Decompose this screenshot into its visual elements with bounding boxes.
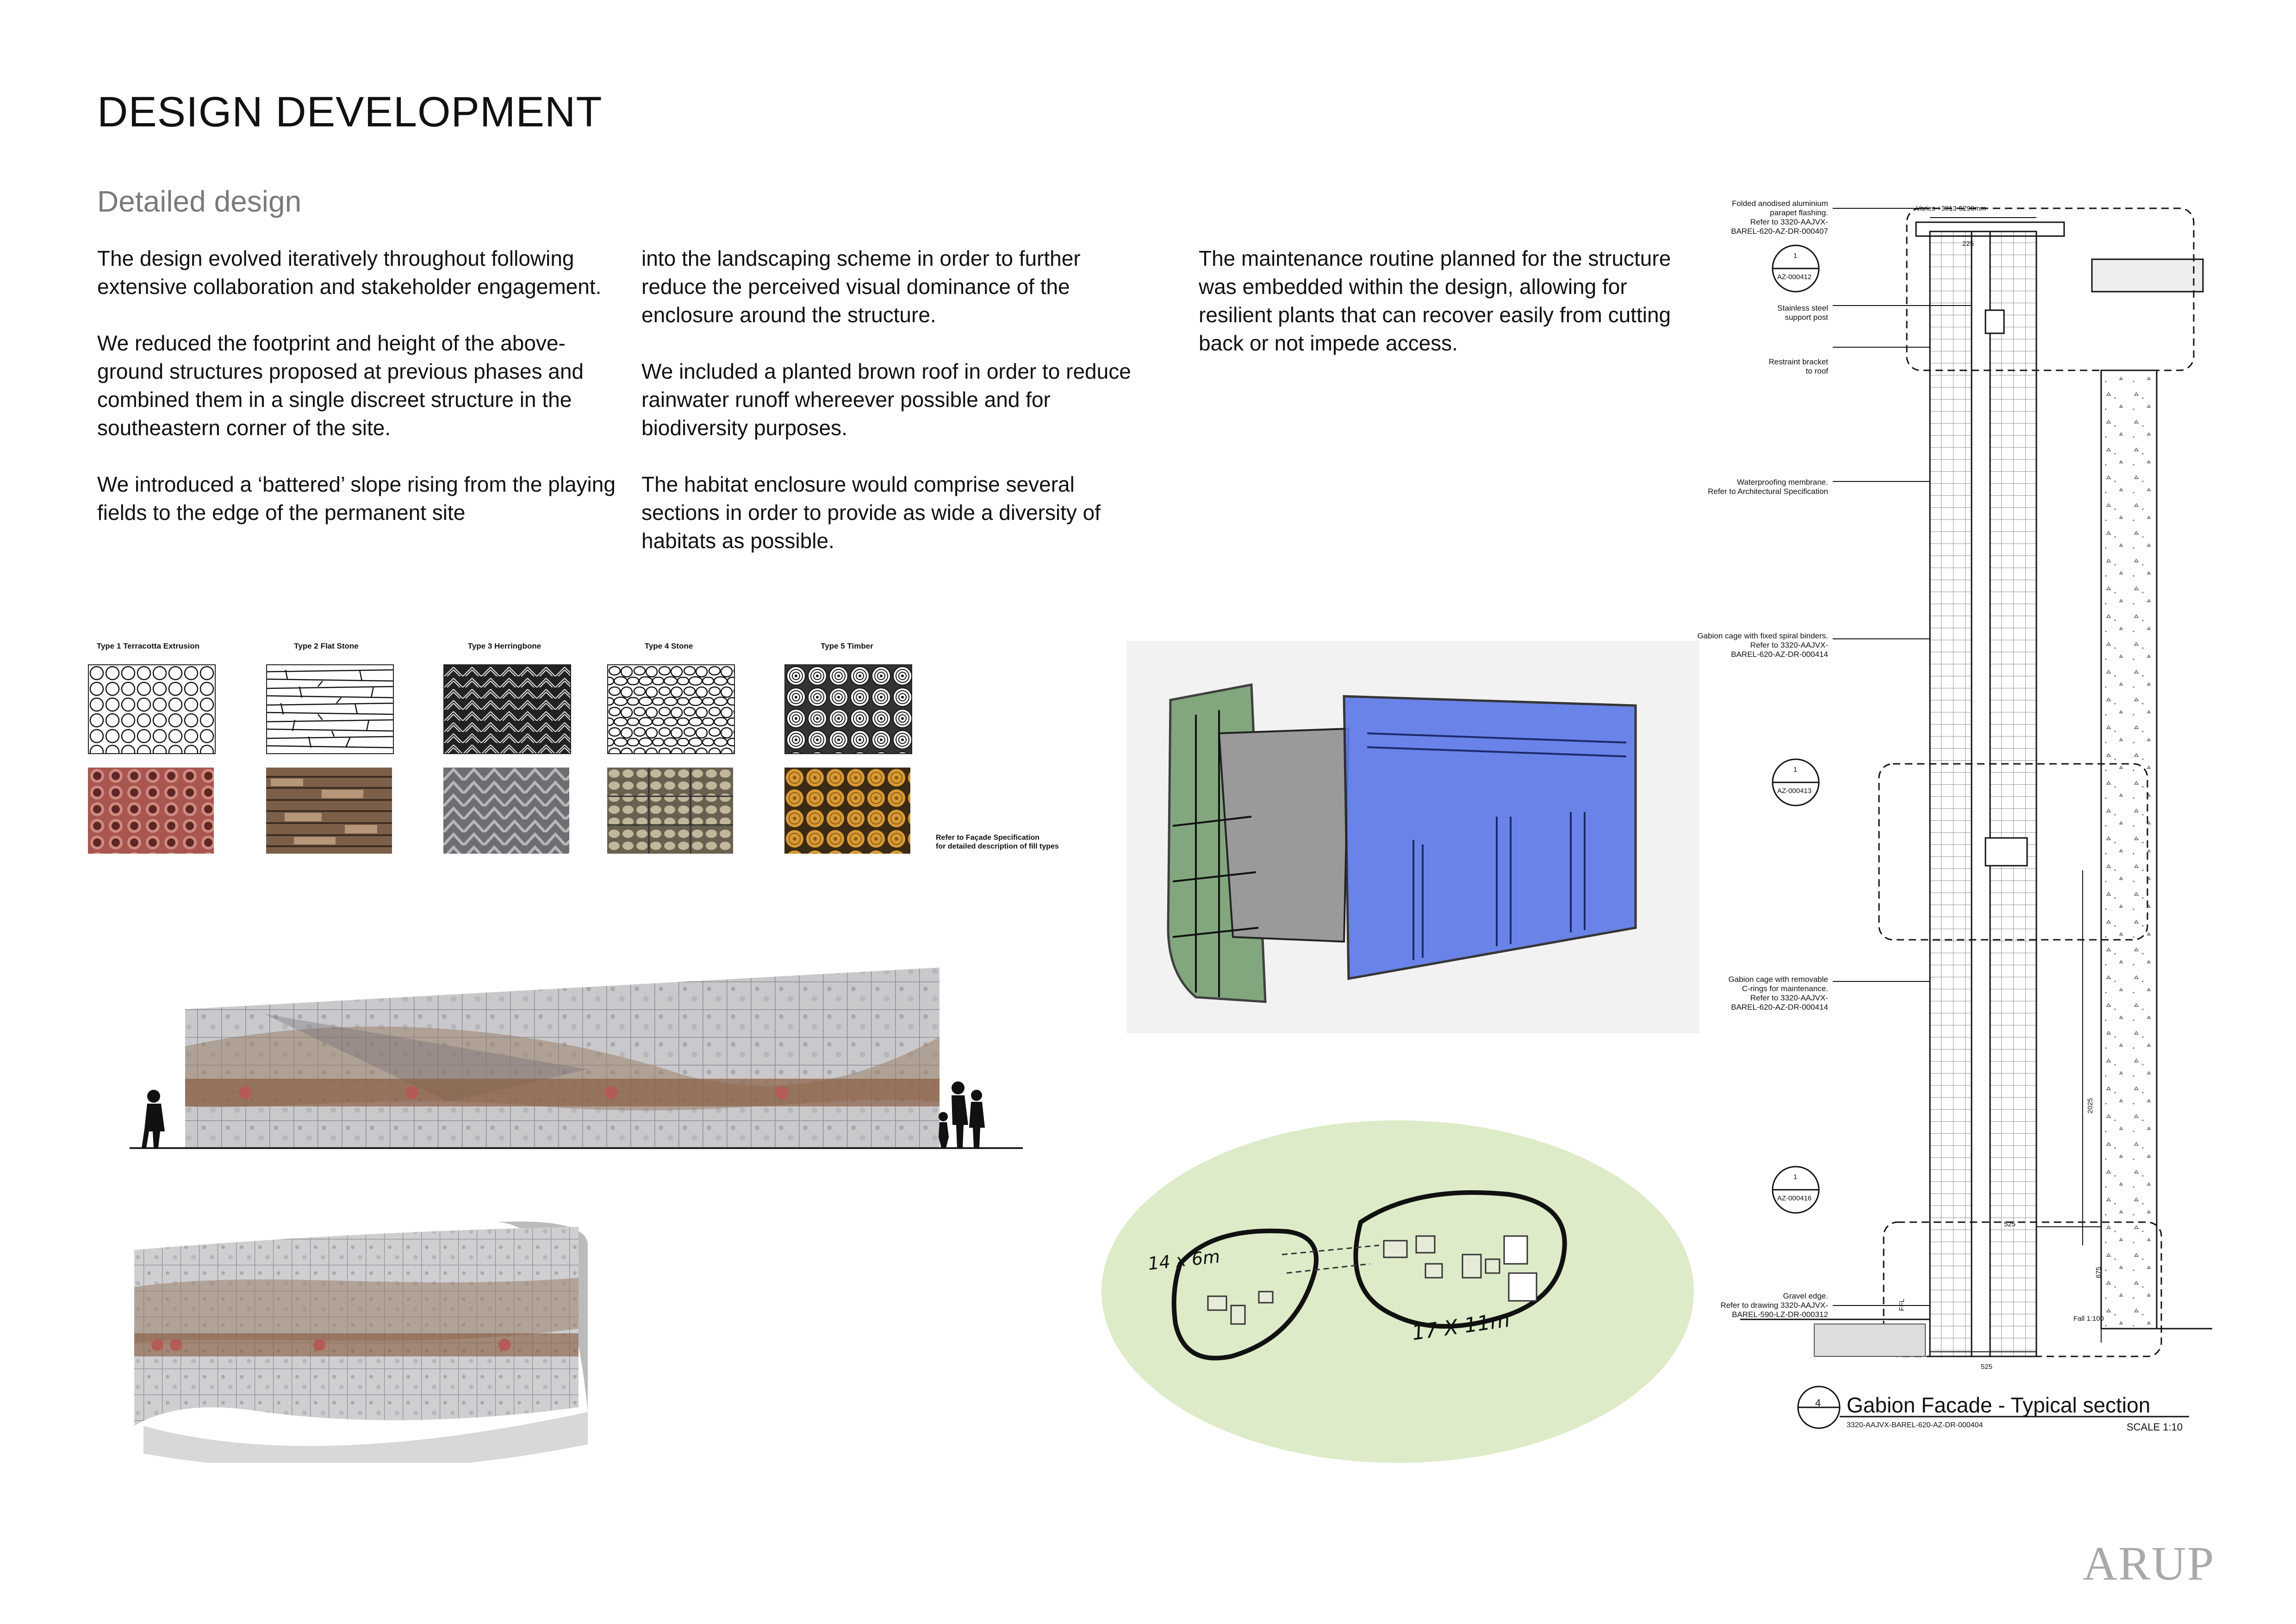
annotation-line: BAREL-620-AZ-DR-000407	[1731, 227, 1828, 236]
section-scale: SCALE 1:10	[2127, 1421, 2183, 1433]
annotation-line: Refer to 3320-AAJVX-	[1750, 218, 1828, 226]
annotation-fixed-gabion: Gabion cage with fixed spiral binders. R…	[1689, 631, 1828, 659]
text-column-1: The design evolved iteratively throughou…	[97, 244, 616, 555]
annotation-line: C-rings for maintenance.	[1742, 984, 1828, 993]
paragraph: We included a planted brown roof in orde…	[641, 359, 1131, 440]
annotation-line: Refer to 3320-AAJVX-	[1750, 641, 1828, 650]
paragraph: The habitat enclosure would comprise sev…	[641, 472, 1101, 553]
fill-type-label: Type 4 Stone	[644, 642, 693, 650]
section-number: 4	[1815, 1397, 1821, 1409]
stone-photo	[607, 768, 733, 854]
annotation-line: Refer to drawing 3320-AAJVX-	[1720, 1301, 1828, 1310]
annotation-line: Waterproofing membrane.	[1737, 478, 1828, 487]
terracotta-pattern-swatch	[88, 664, 216, 754]
dimension-bottom: 525	[1981, 1363, 1993, 1371]
callout-ref: AZ-000416	[1777, 1194, 1812, 1202]
gabion-wall-elevation	[125, 954, 1051, 1169]
annotation-line: Gravel edge.	[1783, 1292, 1828, 1300]
fall-label: Fall 1:100	[2073, 1315, 2104, 1323]
annotation-restraint-bracket: Restraint bracket to roof	[1712, 357, 1829, 376]
page-title: DESIGN DEVELOPMENT	[97, 88, 603, 136]
annotation-line: parapet flashing.	[1770, 208, 1828, 217]
dimension-lower-2: 675	[2095, 1266, 2103, 1279]
fill-spec-note-line: for detailed description of fill types	[936, 843, 1059, 850]
timber-pattern-swatch	[784, 664, 912, 754]
section-drawing-ref: 3320-AAJVX-BAREL-620-AZ-DR-000404	[1847, 1421, 1983, 1429]
annotation-line: Refer to 3320-AAJVX-	[1750, 993, 1828, 1002]
fill-type-label: Type 1 Terracotta Extrusion	[96, 642, 200, 650]
callout-number: 1	[1793, 766, 1798, 774]
paragraph: The design evolved iteratively throughou…	[97, 246, 602, 299]
annotation-line: Stainless steel	[1777, 304, 1828, 312]
annotation-removable-gabion: Gabion cage with removable C-rings for m…	[1712, 975, 1828, 1012]
curved-gabion-wall-render	[125, 1213, 606, 1470]
timber-photo	[784, 768, 910, 854]
paragraph: The maintenance routine planned for the …	[1199, 246, 1671, 355]
paragraph: into the landscaping scheme in order to …	[641, 246, 1081, 327]
annotation-gravel-edge: Gravel edge. Refer to drawing 3320-AAJVX…	[1712, 1292, 1828, 1319]
annotation-waterproofing: Waterproofing membrane. Refer to Archite…	[1689, 478, 1828, 496]
callout-ref: AZ-000413	[1777, 787, 1812, 795]
paragraph: We introduced a ‘battered’ slope rising …	[97, 472, 616, 525]
fill-spec-note-line: Refer to Façade Specification	[936, 834, 1040, 842]
dimension-mid: 2025	[2086, 1098, 2095, 1114]
annotation-line: Gabion cage with fixed spiral binders.	[1697, 631, 1828, 640]
dimension-lower-1: 525	[2004, 1220, 2016, 1228]
plan-sketch: 14 x 6m 17 X 11m	[1092, 1116, 1699, 1472]
annotation-support-post: Stainless steel support post	[1712, 304, 1828, 322]
page-subtitle: Detailed design	[97, 185, 302, 218]
callout-ref: AZ-000412	[1777, 273, 1812, 281]
flat-stone-pattern-swatch	[266, 664, 394, 754]
fill-type-label: Type 2 Flat Stone	[294, 642, 359, 650]
gabion-section-drawing: 1 AZ-000412 1 AZ-000413 1 AZ-000416 Fold…	[1697, 194, 2212, 1454]
herringbone-photo	[443, 768, 569, 854]
fill-spec-note: Refer to Façade Specification for detail…	[936, 833, 1059, 851]
annotation-line: Restraint bracket	[1768, 357, 1829, 366]
herringbone-pattern-swatch	[443, 664, 571, 754]
dimension-top: Varies +3913-5290mm	[1916, 205, 1986, 212]
dimension-top-inner: 225	[1962, 240, 1974, 248]
annotation-line: support post	[1785, 313, 1828, 322]
annotation-line: BAREL-620-AZ-DR-000414	[1731, 1003, 1828, 1012]
fill-type-label: Type 3 Herringbone	[467, 642, 541, 650]
flat-stone-photo	[266, 768, 392, 854]
fill-type-label: Type 5 Timber	[821, 642, 873, 650]
arup-logo: ARUP	[2083, 1537, 2215, 1590]
section-title: Gabion Facade - Typical section	[1847, 1393, 2151, 1417]
annotation-line: BAREL-620-AZ-DR-000414	[1731, 650, 1828, 659]
paragraph: We reduced the footprint and height of t…	[97, 331, 584, 440]
annotation-line: Folded anodised aluminium	[1732, 199, 1828, 208]
annotation-line: Refer to Architectural Specification	[1708, 487, 1828, 496]
text-column-3: The maintenance routine planned for the …	[1199, 244, 1699, 386]
annotation-line: Gabion cage with removable	[1728, 975, 1828, 984]
terracotta-photo	[88, 768, 214, 854]
ffl-label: FFL	[1898, 1299, 1906, 1311]
callout-number: 1	[1793, 1173, 1798, 1181]
perspective-sketch	[1126, 641, 1699, 1033]
annotation-flashing: Folded anodised aluminium parapet flashi…	[1712, 199, 1828, 236]
callout-number: 1	[1793, 252, 1798, 260]
annotation-line: to roof	[1805, 367, 1828, 375]
text-column-2: into the landscaping scheme in order to …	[641, 244, 1141, 583]
stone-pattern-swatch	[607, 664, 735, 754]
annotation-line: BAREL-590-LZ-DR-000312	[1732, 1310, 1828, 1319]
